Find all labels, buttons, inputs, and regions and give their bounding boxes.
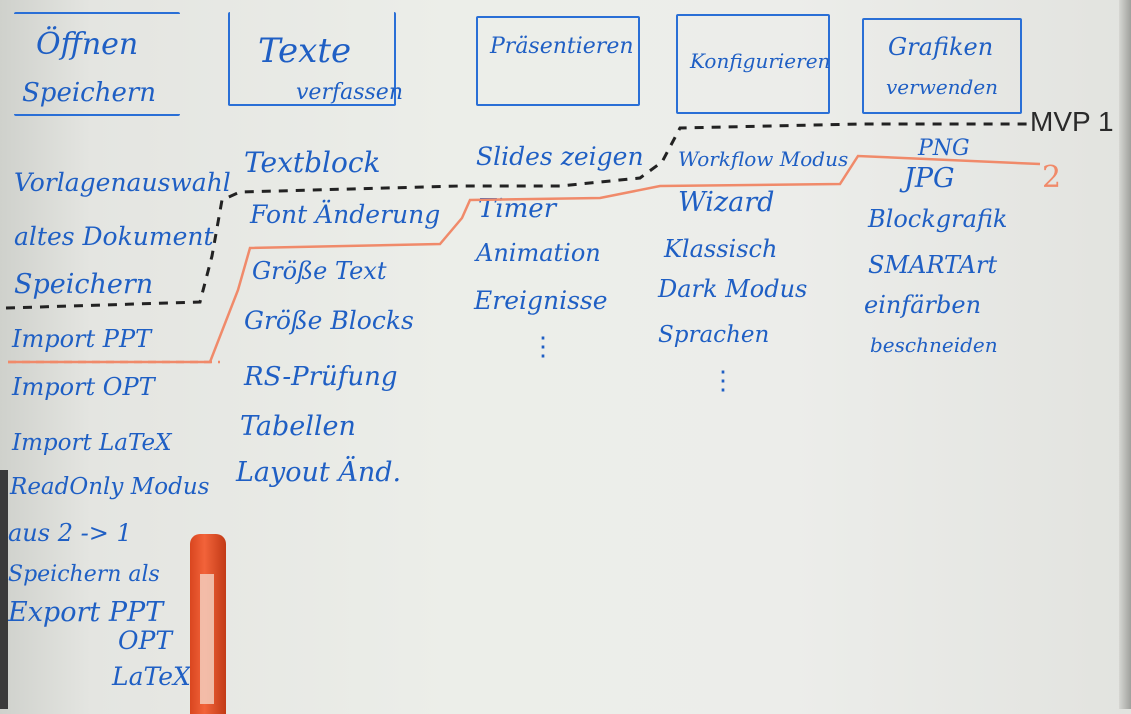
col5-item-4: einfärben [864,291,982,319]
mvp1-label: MVP 1 [1030,106,1114,137]
col1-item-7: aus 2 -> 1 [8,519,132,547]
col2-item-1: Font Änderung [250,200,441,229]
col1-item-3: Import PPT [12,325,152,353]
col5-item-3: SMARTArt [868,251,998,279]
header-oeffnen-line1: Öffnen [36,27,139,62]
header-praesentieren: Präsentieren [490,34,634,59]
board-right-edge [1119,0,1131,709]
col1-item-6: ReadOnly Modus [10,474,210,500]
header-texte-line2: verfassen [296,80,403,105]
col4-item-3: Dark Modus [658,275,808,303]
col3-item-4: ⋮ [530,332,556,362]
col3-item-3: Ereignisse [474,286,608,315]
header-box-grafiken [862,18,1022,114]
col4-item-5: ⋮ [710,366,736,396]
col1-item-8: Speichern als [8,562,160,587]
col3-item-0: Slides zeigen [476,142,644,171]
header-box-konfigurieren [676,14,830,114]
marker-label [200,574,214,704]
col1-item-0: Vorlagenauswahl [14,168,231,197]
header-oeffnen-line2: Speichern [22,78,157,108]
col2-item-5: Tabellen [240,411,356,442]
col1-item-10: OPT [118,626,172,655]
col2-item-0: Textblock [244,146,381,179]
col5-item-1: JPG [904,163,955,194]
mvp2-label: 2 [1042,160,1062,195]
board-edge [0,470,8,709]
header-grafiken-line1: Grafiken [888,33,994,61]
col1-item-2: Speichern [14,269,154,300]
header-grafiken-line2: verwenden [886,75,999,99]
col4-item-2: Klassisch [664,235,778,263]
col2-item-3: Größe Blocks [244,306,414,335]
col4-item-0: Workflow Modus [678,147,849,171]
header-box-praesentieren [476,16,640,106]
col4-item-1: Wizard [678,187,775,218]
col3-item-2: Animation [476,239,601,267]
col5-item-0: PNG [918,136,970,161]
col1-item-5: Import LaTeX [12,430,172,456]
col1-item-1: altes Dokument [14,222,214,251]
col1-item-11: LaTeX [112,662,191,691]
col2-item-6: Layout Änd. [236,457,402,488]
col5-item-5: beschneiden [870,333,998,357]
header-box-oeffnen [14,12,180,116]
header-box-texte [228,12,396,106]
col4-item-4: Sprachen [658,322,770,348]
col2-item-2: Größe Text [252,257,387,285]
header-texte-line1: Texte [258,31,352,71]
header-konfigurieren: Konfigurieren [690,49,831,73]
red-marker-pen [190,534,226,714]
col1-item-4: Import OPT [12,373,155,401]
col1-item-9: Export PPT [8,597,164,628]
col2-item-4: RS-Prüfung [244,362,398,392]
col5-item-2: Blockgrafik [868,205,1008,233]
col3-item-1: Timer [478,194,557,224]
